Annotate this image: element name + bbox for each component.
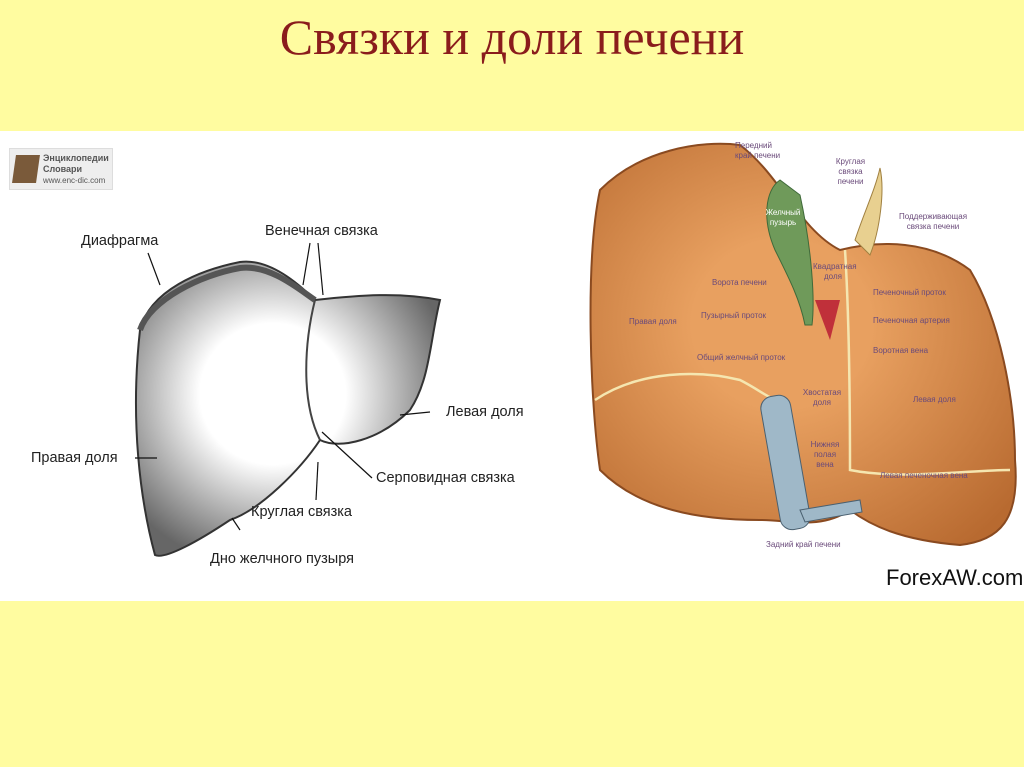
label-suspensory-ligament: Поддерживающая связка печени <box>898 212 968 231</box>
label-coronary-ligament: Венечная связка <box>265 223 378 239</box>
encyclopedia-logo: Энциклопедии Словари www.enc-dic.com <box>9 148 113 190</box>
watermark: ForexAW.com <box>886 565 1024 590</box>
label-inferior-vena-cava: Нижняя полая вена <box>810 440 840 469</box>
label-gallbladder: Желчный пузырь <box>765 208 801 227</box>
label-hepatic-duct: Печеночный проток <box>873 288 946 297</box>
label-quadrate-lobe: Квадратная доля <box>813 262 857 281</box>
label-portal-vein: Воротная вена <box>873 346 929 355</box>
label-anterior-edge: Передний край печени <box>735 141 781 160</box>
label-left-lobe: Левая доля <box>446 404 524 420</box>
label-diaphragm: Диафрагма <box>81 233 159 249</box>
left-liver-drawing <box>135 242 442 557</box>
logo-line: Словари <box>43 164 83 174</box>
label-gallbladder-fundus: Дно желчного пузыря <box>210 551 354 567</box>
label-left-hepatic-vein: Левая печеночная вена <box>880 471 968 480</box>
label-caudate-lobe: Хвостатая доля <box>802 388 842 407</box>
label-common-bile-duct: Общий желчный проток <box>697 353 786 362</box>
label-porta-hepatis: Ворота печени <box>712 278 767 287</box>
label-left-lobe-right: Левая доля <box>913 395 956 404</box>
label-right-lobe: Правая доля <box>31 450 118 466</box>
label-hepatic-artery: Печеночная артерия <box>873 316 950 325</box>
label-right-lobe-right: Правая доля <box>629 317 677 326</box>
label-round-ligament: Круглая связка <box>251 504 352 520</box>
label-falciform-ligament: Серповидная связка <box>376 470 515 486</box>
label-cystic-duct: Пузырный проток <box>701 311 767 320</box>
logo-line: www.enc-dic.com <box>43 176 106 185</box>
label-round-ligament-liver: Круглая связка печени <box>835 157 866 186</box>
label-posterior-edge: Задний край печени <box>766 540 841 549</box>
right-liver-drawing <box>589 142 1017 547</box>
slide-title: Связки и доли печени <box>279 9 745 65</box>
logo-line: Энциклопедии <box>43 153 109 163</box>
